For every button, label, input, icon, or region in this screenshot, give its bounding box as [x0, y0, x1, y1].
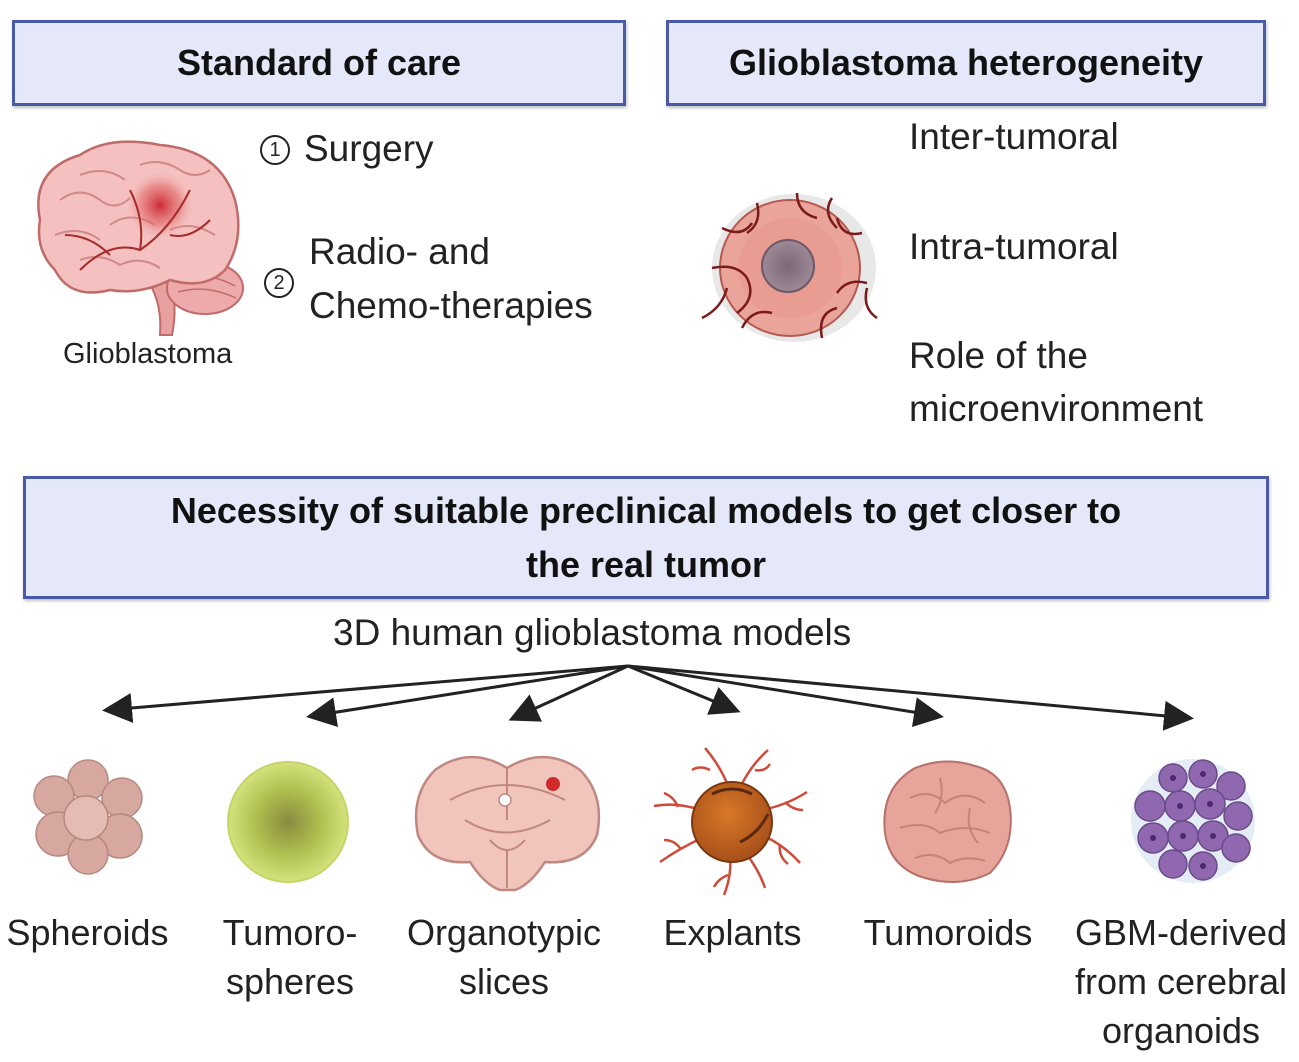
- model-label-explants: Explants: [663, 912, 802, 953]
- standard-of-care-title: Standard of care: [176, 42, 462, 83]
- heterogeneity-box: Glioblastoma heterogeneity: [666, 20, 1266, 106]
- model-label-organotypic-slices: Organotypic slices: [406, 912, 602, 1002]
- brain-caption: Glioblastoma: [63, 338, 233, 370]
- microenvironment-line1: Role of the: [909, 335, 1088, 376]
- surgery-label: Surgery: [304, 128, 434, 169]
- tumorosphere-icon: [227, 761, 349, 883]
- tumoroid-icon: [883, 760, 1012, 883]
- arrow-tumorospheres: [306, 664, 629, 728]
- model-label-tumoroids: Tumoroids: [863, 912, 1033, 953]
- therapies-line1: Radio- and: [309, 231, 491, 272]
- brain-icon: [37, 140, 244, 336]
- microenvironment-line2: microenvironment: [909, 388, 1204, 429]
- arrow-organoids: [627, 664, 1194, 731]
- arrow-spheroids: [102, 664, 629, 723]
- organoid-icon: [1131, 759, 1255, 883]
- spheroid-icon: [33, 759, 143, 875]
- arrow-slices: [508, 664, 629, 722]
- necessity-line1: Necessity of suitable preclinical models…: [170, 489, 1122, 531]
- standard-of-care-box: Standard of care: [12, 20, 626, 106]
- arrow-explants: [627, 664, 741, 715]
- heterogeneity-title: Glioblastoma heterogeneity: [728, 42, 1204, 83]
- tumor-icon: [701, 192, 878, 342]
- necessity-line2: the real tumor: [525, 543, 767, 585]
- necessity-box: Necessity of suitable preclinical models…: [23, 476, 1269, 599]
- step2-number-badge: 2: [264, 268, 294, 298]
- model-label-spheroids: Spheroids: [6, 912, 169, 953]
- inter-tumoral-label: Inter-tumoral: [909, 116, 1119, 157]
- step1-number-badge: 1: [260, 135, 290, 165]
- model-label-tumorospheres: Tumoro- spheres: [222, 912, 358, 1002]
- intra-tumoral-label: Intra-tumoral: [909, 226, 1119, 267]
- brain-slice-icon: [414, 755, 601, 892]
- arrow-tumoroids: [627, 664, 944, 727]
- model-label-gbm-organoids: GBM-derived from cerebral organoids: [1074, 912, 1288, 1051]
- therapies-line2: Chemo-therapies: [309, 285, 593, 326]
- models-heading: 3D human glioblastoma models: [333, 612, 852, 653]
- explant-icon: [653, 747, 808, 896]
